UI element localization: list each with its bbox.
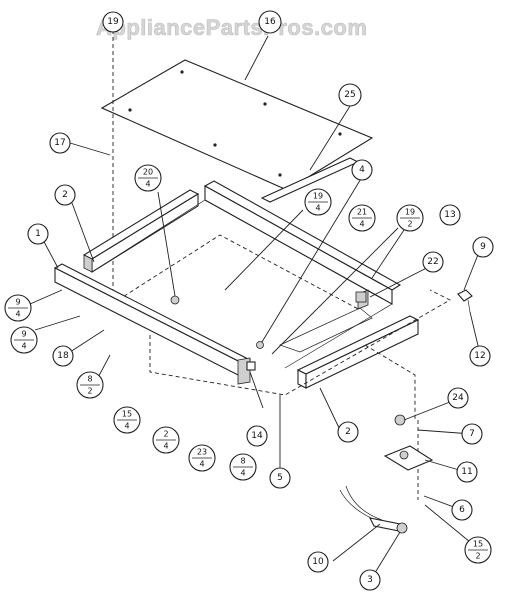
callout-19-2: 19 2: [396, 204, 424, 232]
svg-text:4: 4: [21, 342, 26, 351]
svg-text:25: 25: [344, 90, 355, 100]
screw-21: [256, 341, 264, 349]
svg-text:19: 19: [313, 192, 323, 201]
svg-text:19: 19: [107, 17, 119, 27]
svg-text:4: 4: [359, 165, 365, 175]
callout-8-4: 8 4: [229, 453, 257, 481]
callout-19-4: 19 4: [304, 188, 332, 216]
svg-text:15: 15: [473, 540, 483, 549]
svg-text:4: 4: [199, 460, 204, 469]
svg-text:4: 4: [359, 220, 364, 229]
callout-10: 10: [307, 551, 329, 573]
callout-9-4-b: 9 4: [10, 326, 38, 354]
svg-text:2: 2: [345, 427, 351, 437]
callouts: 19 16 25 17 2 20 4 19 4: [4, 10, 494, 591]
svg-text:9: 9: [21, 330, 26, 339]
svg-text:9: 9: [15, 298, 20, 307]
bracket-22: [355, 291, 367, 303]
svg-text:10: 10: [312, 557, 324, 567]
callout-16: 16: [258, 10, 282, 34]
callout-21-4: 21 4: [348, 204, 376, 232]
callout-14: 14: [246, 425, 268, 447]
svg-text:6: 6: [459, 505, 465, 515]
callout-8-2: 8 2: [76, 371, 104, 399]
grommet-20: [170, 295, 180, 305]
svg-text:5: 5: [277, 473, 283, 483]
svg-text:4: 4: [145, 180, 150, 189]
svg-text:4: 4: [15, 310, 20, 319]
callout-12: 12: [469, 345, 491, 367]
callout-15-4: 15 4: [113, 406, 141, 434]
svg-text:21: 21: [357, 208, 367, 217]
callout-13: 13: [439, 204, 461, 226]
callout-4: 4: [351, 159, 373, 181]
svg-text:14: 14: [251, 431, 263, 441]
burner-3: [339, 485, 408, 534]
svg-text:11: 11: [461, 467, 472, 477]
svg-text:2: 2: [475, 552, 480, 561]
callout-2-right: 2: [337, 421, 359, 443]
svg-text:2: 2: [407, 220, 412, 229]
svg-text:4: 4: [163, 442, 168, 451]
knob-24: [394, 414, 406, 426]
front-rail-1: [53, 263, 252, 385]
side-rail-2-left: [82, 189, 200, 273]
callout-23-4: 23 4: [188, 444, 216, 472]
callout-18: 18: [52, 345, 74, 367]
svg-text:13: 13: [444, 210, 455, 220]
svg-text:7: 7: [469, 429, 475, 439]
callout-25: 25: [338, 83, 362, 107]
svg-text:16: 16: [264, 17, 276, 27]
svg-text:17: 17: [54, 138, 65, 148]
svg-text:1: 1: [35, 229, 41, 239]
callout-2-left: 2: [54, 184, 76, 206]
callout-3: 3: [359, 569, 381, 591]
svg-text:20: 20: [143, 168, 153, 177]
callout-7: 7: [461, 423, 483, 445]
svg-text:15: 15: [122, 410, 132, 419]
svg-text:23: 23: [197, 448, 207, 457]
watermark-text: AppliancePartsPros.com: [96, 15, 367, 40]
clip-14: [246, 361, 256, 371]
inner-pan: [91, 199, 393, 369]
side-rail-2-right: [296, 315, 420, 389]
svg-text:9: 9: [480, 242, 486, 252]
svg-text:19: 19: [405, 208, 415, 217]
svg-text:4: 4: [315, 204, 320, 213]
callout-5: 5: [269, 467, 291, 489]
callout-22: 22: [422, 251, 444, 273]
svg-text:8: 8: [240, 457, 245, 466]
svg-text:2: 2: [87, 387, 92, 396]
callout-20-4: 20 4: [134, 164, 162, 192]
svg-text:18: 18: [57, 351, 69, 361]
callout-11: 11: [456, 461, 478, 483]
callout-19-top: 19: [102, 11, 124, 33]
callout-1: 1: [27, 223, 49, 245]
rear-rail-13: [203, 180, 402, 310]
top-panel-16: [100, 59, 374, 191]
callout-6: 6: [451, 499, 473, 521]
svg-text:2: 2: [163, 430, 168, 439]
callout-15-2: 15 2: [464, 536, 492, 564]
callout-9-4-a: 9 4: [4, 294, 32, 322]
svg-text:24: 24: [452, 393, 464, 403]
plate-11: [383, 445, 434, 471]
svg-text:4: 4: [240, 469, 245, 478]
callout-9: 9: [472, 236, 494, 258]
svg-text:3: 3: [367, 575, 373, 585]
svg-text:2: 2: [62, 190, 68, 200]
leader-lines: [29, 35, 481, 577]
clip-12: [457, 289, 473, 313]
callout-17: 17: [49, 132, 71, 154]
svg-text:8: 8: [87, 375, 92, 384]
svg-text:22: 22: [427, 257, 438, 267]
svg-text:4: 4: [124, 422, 129, 431]
callout-2-4: 2 4: [152, 426, 180, 454]
callout-24: 24: [447, 387, 469, 409]
svg-text:12: 12: [474, 351, 485, 361]
